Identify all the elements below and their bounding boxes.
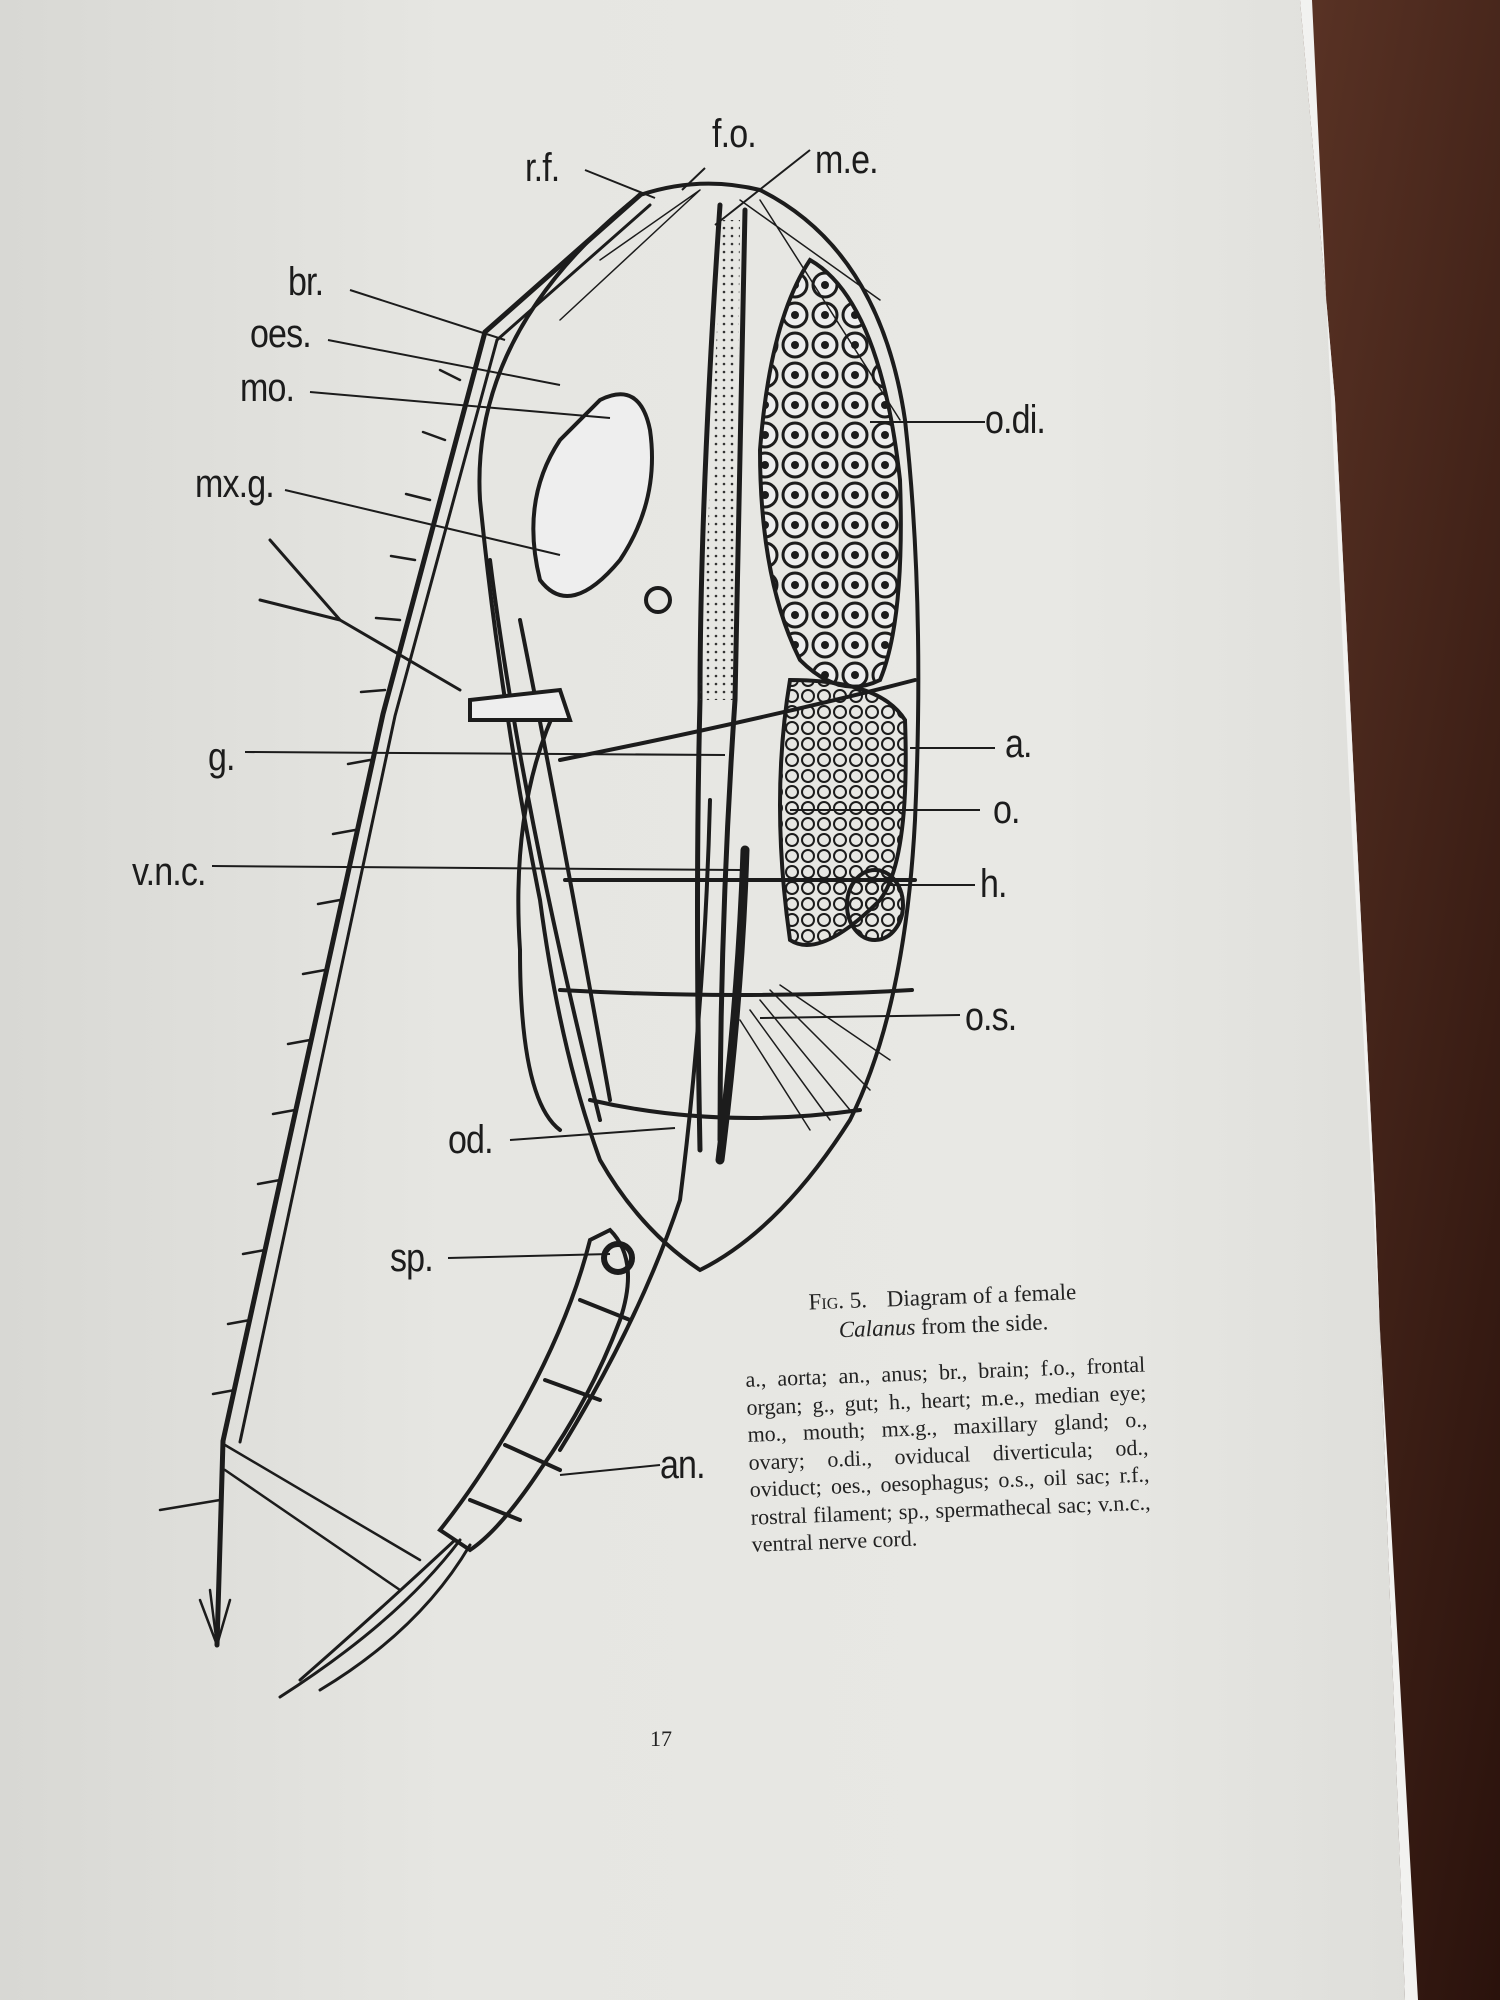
label-maxillary-gland: mx.g.: [195, 462, 275, 506]
spermathecal-sac: [601, 1241, 635, 1275]
antennule: [214, 192, 643, 1648]
label-anus: an.: [660, 1443, 706, 1487]
label-brain: br.: [288, 260, 324, 304]
label-spermathecal-sac: sp.: [390, 1236, 434, 1280]
label-frontal-organ: f.o.: [712, 112, 757, 156]
swimming-leg: [518, 618, 612, 1102]
label-ventral-nerve-cord: v.n.c.: [132, 850, 206, 894]
heart: [845, 868, 905, 942]
gut-stipple: [700, 220, 740, 700]
label-aorta: a.: [1005, 722, 1033, 766]
antenna-base: [468, 687, 573, 722]
coiled-gland: [644, 586, 672, 614]
gut: [695, 202, 723, 1153]
label-heart: h.: [980, 862, 1008, 906]
caption-legend: a., aorta; an., anus; br., brain; f.o., …: [744, 1351, 1151, 1557]
muscle-striations: [559, 189, 901, 1131]
label-ovary: o.: [993, 788, 1021, 832]
mouth-parts: [531, 392, 654, 598]
oil-sac: [715, 845, 750, 1165]
label-mouth: mo.: [240, 366, 295, 410]
page-number: 17: [650, 1726, 672, 1751]
label-oesophagus: oes.: [250, 312, 312, 356]
figure-caption: Fig. 5. Diagram of a female Calanus from…: [742, 1275, 1152, 1559]
antennule-setae: [158, 368, 462, 1647]
label-oviducal-diverticula: o.di.: [985, 398, 1046, 442]
urosome: [437, 1227, 630, 1553]
furca-setae: [278, 1538, 472, 1699]
label-median-eye: m.e.: [815, 138, 879, 182]
urosome-segments: [468, 1298, 632, 1522]
segment-line: [558, 678, 917, 762]
label-oviduct: od.: [448, 1118, 494, 1162]
ventral-nerve-cord: [558, 798, 712, 1452]
caption-genus: Calanus: [838, 1314, 916, 1343]
label-oil-sac: o.s.: [965, 995, 1017, 1039]
caption-title-line1: Diagram of a female: [886, 1279, 1077, 1312]
label-gut: g.: [208, 735, 236, 779]
gut-wall: [717, 207, 748, 1143]
swimming-leg: [488, 558, 602, 1122]
antennule-inner-edge: [238, 203, 652, 1444]
antenna: [258, 538, 462, 692]
caption-title-line2: from the side.: [920, 1309, 1049, 1340]
figure-number: Fig. 5.: [808, 1287, 868, 1315]
leader-lines: [211, 149, 995, 1476]
label-rostral-filament: r.f.: [525, 146, 560, 190]
body-outline: [477, 181, 921, 1273]
swimming-leg: [516, 698, 562, 1132]
